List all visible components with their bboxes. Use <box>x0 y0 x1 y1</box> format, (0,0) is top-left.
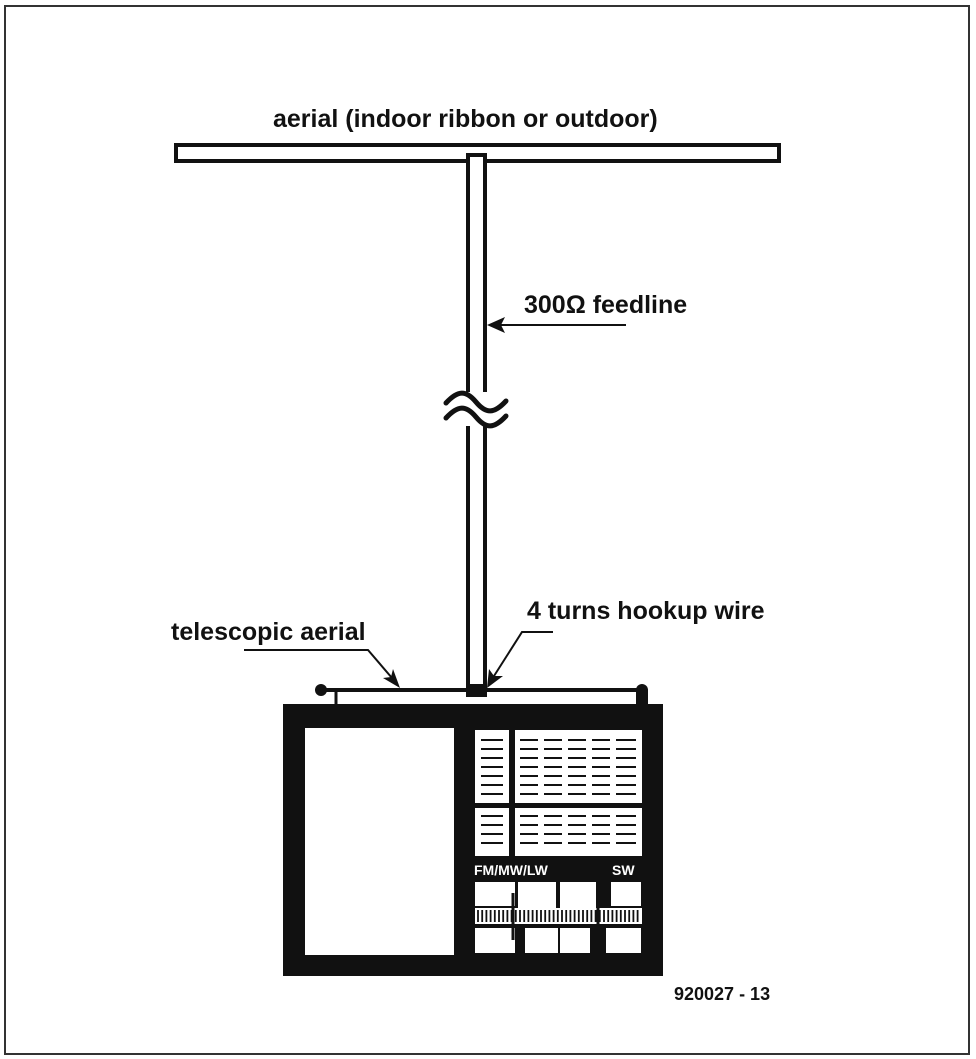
button-bottom-4 <box>606 928 641 953</box>
button-bottom-3 <box>560 928 590 953</box>
button-top-1 <box>475 882 515 906</box>
speaker-grille <box>305 728 454 955</box>
scale-markings <box>481 739 636 844</box>
button-bottom-2 <box>525 928 558 953</box>
band-label-sw: SW <box>612 862 635 878</box>
hookup-wire-coil <box>466 684 486 693</box>
button-top-2 <box>518 882 556 912</box>
hookup-wire-leader <box>487 631 553 688</box>
aerial-label: aerial (indoor ribbon or outdoor) <box>273 105 658 133</box>
feedline-label: 300Ω feedline <box>524 291 687 319</box>
figure-frame <box>4 5 970 1055</box>
telescopic-rod-mount <box>636 690 648 708</box>
button-top-4 <box>611 882 641 906</box>
band-label-fm-mw-lw: FM/MW/LW <box>474 862 549 878</box>
band-buttons <box>475 882 641 953</box>
tuning-pointers <box>511 893 600 940</box>
feedline-break-symbol <box>440 390 512 429</box>
button-bottom-1 <box>475 928 515 953</box>
feedline-arrow <box>487 317 626 333</box>
button-top-3 <box>560 882 596 912</box>
telescopic-aerial-leader <box>244 649 400 688</box>
telescopic-rod-tip <box>315 684 327 696</box>
telescopic-aerial-label: telescopic aerial <box>171 618 366 646</box>
figure-number: 920027 - 13 <box>674 984 770 1004</box>
radio-receiver: FM/MW/LW SW <box>283 684 663 976</box>
feedline-junction <box>470 157 483 165</box>
hookup-wire-label: 4 turns hookup wire <box>527 597 765 625</box>
